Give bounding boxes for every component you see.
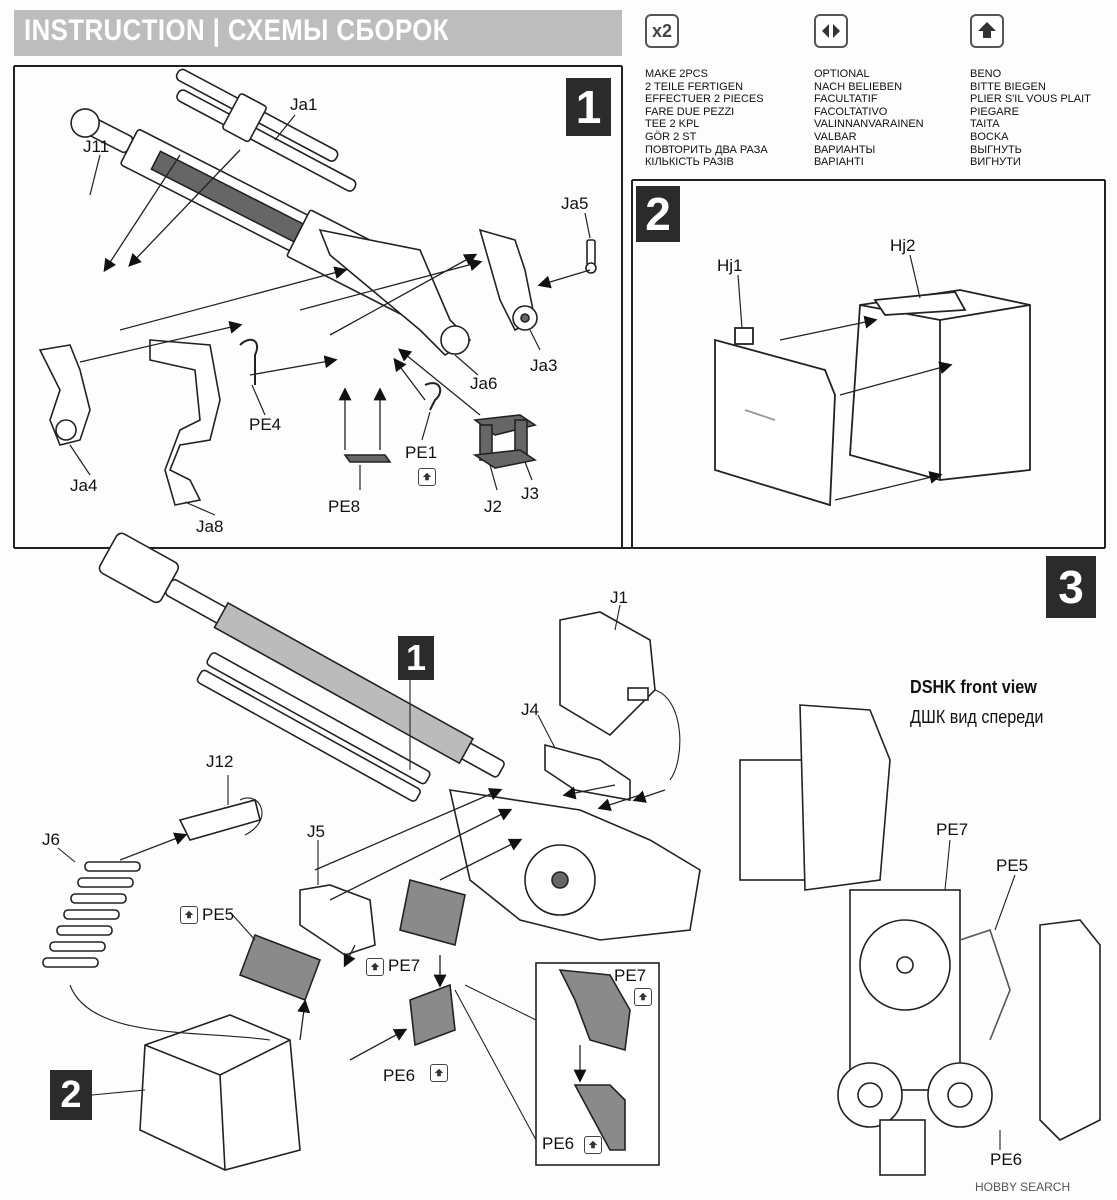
label-j2: J2 [484, 497, 502, 516]
label-j3: J3 [521, 484, 539, 503]
label-pe5: PE5 [202, 905, 235, 924]
label-j11: J11 [83, 137, 110, 156]
legend-bend-line: BOCKA [970, 130, 1009, 143]
legend-bend-line: PIEGARE [970, 105, 1019, 118]
legend-make-line: КІЛЬКІСТЬ РАЗІВ [645, 156, 734, 169]
label-ja3: Ja3 [530, 356, 558, 375]
legend-optional-line: VALBAR [814, 130, 857, 143]
legend-make-line: ПОВТОРИТЬ ДВА РАЗА [645, 143, 768, 156]
label-pe1: PE1 [405, 443, 438, 462]
label-j12: J12 [206, 752, 234, 771]
legend-bend-line: BENO [970, 68, 1002, 80]
label-j1: J1 [610, 588, 628, 607]
front-view-title: DSHK front view [910, 677, 1037, 697]
label-ja1: Ja1 [290, 95, 318, 114]
legend-make-line: EFFECTUER 2 PIECES [645, 93, 764, 106]
legend-make-line: FARE DUE PEZZI [645, 105, 735, 118]
step2-arrows [779, 315, 953, 501]
step3-leaders [57, 604, 1016, 1150]
legend-optional-line: FACOLTATIVO [814, 105, 888, 118]
step-2-badge: 2 [636, 186, 680, 242]
step3-arrows [119, 784, 666, 1083]
front-view-subtitle: ДШК вид спереди [910, 707, 1044, 727]
label-pe7-detail: PE7 [614, 966, 647, 985]
label-pe7: PE7 [388, 956, 421, 975]
legend-bend-line: ВЫГНУТЬ [970, 143, 1022, 156]
legend-optional-line: OPTIONAL [814, 68, 870, 80]
label-ja6: Ja6 [470, 374, 498, 393]
legend-optional-line: VALINNANVARAINEN [814, 118, 924, 131]
legend-bend-line: TAITA [970, 118, 1000, 131]
ref-step-2-badge: 2 [50, 1070, 92, 1120]
step3-parts [42, 532, 1101, 1176]
legend-bend-line: BITTE BIEGEN [970, 80, 1046, 93]
label-ja8: Ja8 [196, 517, 224, 536]
step2-parts [714, 289, 1031, 507]
legend-make-line: GÖR 2 ST [645, 130, 697, 143]
bend-icon [970, 14, 1004, 48]
legend-make-line: MAKE 2pcs [645, 68, 708, 80]
label-j5: J5 [307, 822, 325, 841]
bend-icon [634, 988, 652, 1006]
step1-leaders [69, 114, 591, 516]
label-hj2: Hj2 [890, 236, 916, 255]
ref-step-1-badge: 1 [398, 636, 434, 680]
label-j6: J6 [42, 830, 60, 849]
bend-icon [418, 468, 436, 486]
label-pe8: PE8 [328, 497, 361, 516]
label-pe4: PE4 [249, 415, 282, 434]
legend-bend-line: PLIER S'IL VOUS PLAIT [970, 93, 1091, 106]
header-bar [14, 10, 622, 56]
legend-make-line: 2 TEILE FERTIGEN [645, 80, 744, 93]
label-pe6-detail: PE6 [542, 1134, 575, 1153]
step1-arrows [79, 149, 591, 450]
legend-optional-line: ВАРІАНТІ [814, 156, 864, 169]
step1-parts [38, 68, 597, 506]
legend-optional-line: FACULTATIF [814, 93, 878, 106]
label-fv-pe6: PE6 [990, 1150, 1023, 1169]
label-pe6: PE6 [383, 1066, 416, 1085]
legend-optional-line: ВАРИАНТЫ [814, 143, 876, 156]
label-ja4: Ja4 [70, 476, 98, 495]
label-ja5: Ja5 [561, 194, 589, 213]
legend-optional-line: NACH BELIEBEN [814, 80, 903, 93]
bend-icon [430, 1064, 448, 1082]
step-3-badge: 3 [1046, 556, 1096, 618]
make-twice-icon: x2 [645, 14, 679, 48]
legend-make-line: TEE 2 KPL [645, 118, 700, 131]
page-title: INSTRUCTION | СХЕМЫ СБОРОК [24, 14, 449, 47]
label-hj1: Hj1 [717, 256, 743, 275]
label-fv-pe7: PE7 [936, 820, 969, 839]
label-fv-pe5: PE5 [996, 856, 1029, 875]
label-j4: J4 [521, 700, 539, 719]
bend-icon [584, 1136, 602, 1154]
step-1-badge: 1 [566, 78, 611, 136]
legend-bend-line: ВИГНУТИ [970, 156, 1021, 169]
optional-icon [814, 14, 848, 48]
bend-icon [366, 958, 384, 976]
watermark: HOBBY SEARCH [975, 1180, 1071, 1194]
bend-icon [180, 906, 198, 924]
